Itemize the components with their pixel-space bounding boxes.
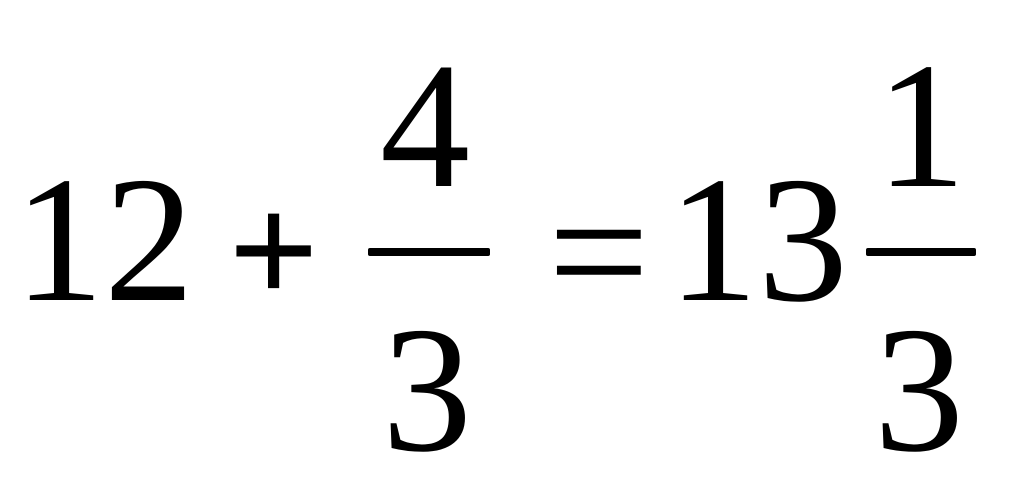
whole-number-right: 13 xyxy=(668,140,848,339)
fraction-right-numerator: 1 xyxy=(876,26,966,225)
whole-number-left: 12 xyxy=(14,140,194,339)
fraction-right-bar xyxy=(866,248,976,256)
fraction-left-bar xyxy=(368,248,490,256)
plus-operator: + xyxy=(228,161,320,339)
equals-sign: = xyxy=(548,152,650,351)
fraction-left-numerator: 4 xyxy=(380,26,470,225)
fraction-left-denominator: 3 xyxy=(382,290,472,489)
fraction-right-denominator: 3 xyxy=(874,290,964,489)
